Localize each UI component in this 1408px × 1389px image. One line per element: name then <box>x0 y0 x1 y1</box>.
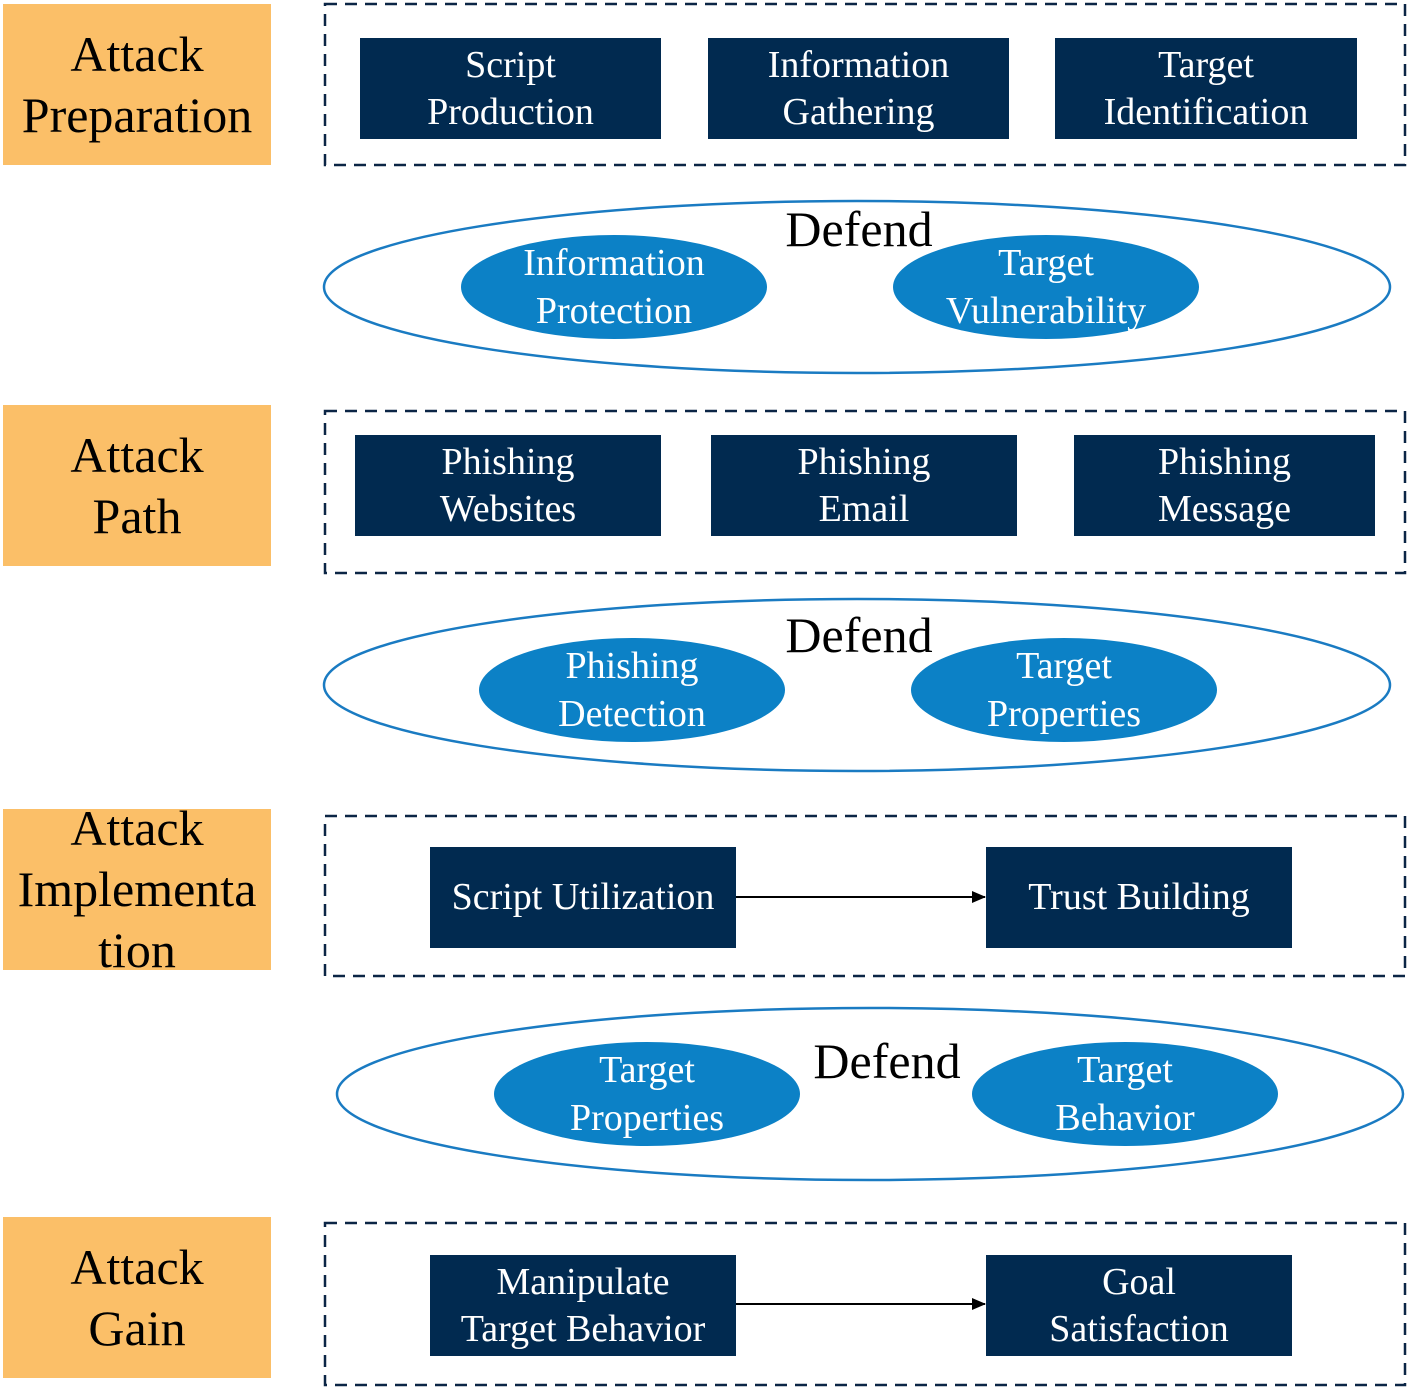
step-goal-satisfaction: Goal Satisfaction <box>986 1255 1292 1356</box>
step-script-utilization: Script Utilization <box>430 847 736 948</box>
defense-target-behavior: Target Behavior <box>1055 1049 1195 1139</box>
step-information-gathering: Information Gathering <box>708 38 1009 139</box>
defense-bubble <box>479 638 785 742</box>
defense-title-1: Defend <box>785 201 933 257</box>
step-manipulate-target-behavior: Manipulate Target Behavior <box>430 1255 736 1356</box>
defense-bubble <box>494 1042 800 1146</box>
defense-target-properties: Target Properties <box>986 645 1142 735</box>
step-target-identification: Target Identification <box>1055 38 1357 139</box>
defense-title-2: Defend <box>785 607 933 663</box>
defense-bubble <box>911 638 1217 742</box>
stage-label-preparation: Attack Preparation <box>3 4 271 165</box>
stage-frame-gain <box>323 1221 1407 1387</box>
defense-bubble <box>893 235 1199 339</box>
defense-target-properties: Target Properties <box>569 1049 725 1139</box>
stage-label-path: Attack Path <box>3 405 271 566</box>
stage-label-implementation: Attack Implementa tion <box>3 800 271 978</box>
stage-frame-implementation <box>323 814 1407 978</box>
defense-title-3: Defend <box>813 1033 961 1089</box>
defense-bubble <box>972 1042 1278 1146</box>
stage-frame-path <box>323 409 1407 575</box>
step-trust-building: Trust Building <box>986 847 1292 948</box>
step-script-production: Script Production <box>360 38 661 139</box>
defense-target-vulnerability: Target Vulnerability <box>945 242 1147 332</box>
defense-phishing-detection: Phishing Detection <box>558 645 706 735</box>
defense-bubble <box>461 235 767 339</box>
step-phishing-email: Phishing Email <box>711 435 1017 536</box>
defense-information-protection: Information Protection <box>523 242 705 332</box>
step-phishing-websites: Phishing Websites <box>355 435 661 536</box>
stage-label-gain: Attack Gain <box>3 1217 271 1378</box>
step-phishing-message: Phishing Message <box>1074 435 1375 536</box>
stage-frame-preparation <box>323 2 1407 167</box>
